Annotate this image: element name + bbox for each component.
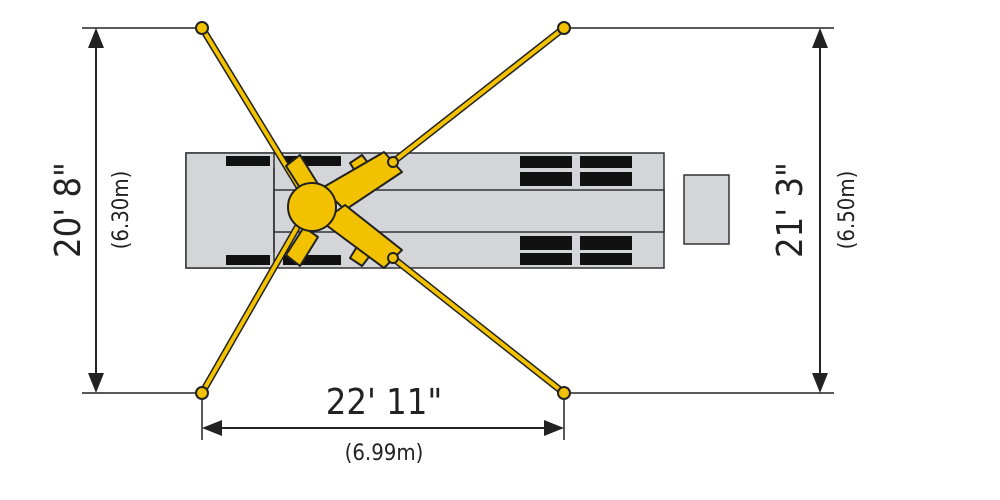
outrigger-pads — [195, 21, 571, 400]
extension-lines — [82, 27, 834, 440]
rear-counterweight — [683, 174, 730, 245]
vehicle-body — [185, 152, 665, 269]
bottom-dimension-metric: (6.99m) — [345, 441, 424, 466]
left-dimension-imperial: 20' 8" — [48, 162, 89, 258]
right-dimension-imperial: 21' 3" — [770, 162, 811, 258]
tires — [226, 156, 632, 265]
crane-turret — [287, 182, 337, 232]
bottom-dimension-imperial: 22' 11" — [326, 382, 442, 423]
right-dimension-metric: (6.50m) — [835, 171, 860, 250]
left-dimension-metric: (6.30m) — [109, 171, 134, 250]
